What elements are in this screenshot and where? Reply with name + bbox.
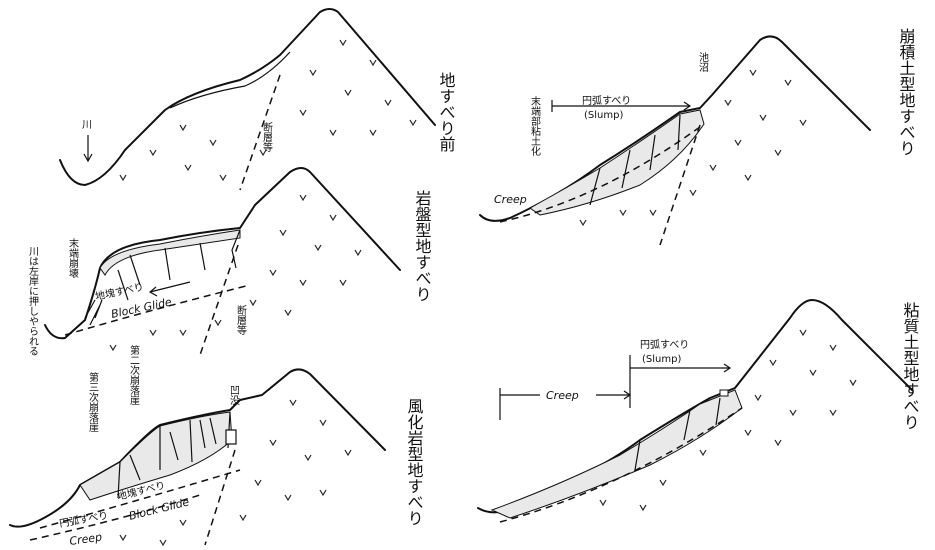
panel-before: 川 断層等 地すべり前	[60, 9, 456, 190]
rock-glide-label: Block Glide	[110, 295, 173, 321]
weathered-tertiary-label: 第三次崩落崖	[87, 371, 99, 433]
colluvial-slump-jp-label: 円弧すべり	[582, 94, 631, 107]
clay-slump-jp-label: 円弧すべり	[640, 338, 689, 351]
rock-fault-line	[200, 245, 238, 355]
clay-slump-en-label: (Slump)	[642, 354, 681, 365]
colluvial-slump-en-label: (Slump)	[584, 110, 623, 121]
before-fault-label: 断層等	[261, 121, 273, 152]
colluvial-pond-label: 池沼	[697, 51, 709, 73]
panel-clay: 円弧すべり (Slump) Creep 粘質土型地すべり	[478, 300, 920, 522]
colluvial-bedrock-marks	[580, 70, 806, 225]
colluvial-title: 崩積土型地すべり	[897, 28, 916, 156]
rock-slide-label: 地塊すべり	[94, 280, 145, 303]
panel-colluvial: 円弧すべり (Slump) 池沼 末端部粘土化 Creep 崩積土型地すべり	[480, 28, 916, 245]
clay-creep-label: Creep	[546, 389, 579, 402]
rock-title: 岩盤型地すべり	[413, 190, 432, 302]
weathered-secondary-label: 第二次崩落崖	[128, 344, 140, 406]
clay-pond	[720, 390, 728, 396]
before-ground-profile	[60, 9, 435, 185]
river-arrow	[84, 135, 92, 161]
weathered-circular-label: 円弧すべり	[58, 509, 109, 530]
rock-talus	[85, 300, 102, 325]
weathered-fault-line	[205, 450, 235, 545]
colluvial-creep-label: Creep	[494, 193, 527, 206]
weathered-pond-label: 凹没	[228, 385, 240, 406]
weathered-glide-label: Block Glide	[128, 495, 191, 523]
clay-slide-mass	[492, 390, 742, 518]
panel-rock: 末端崩壊 川は左岸に押しやられる 地塊すべり Block Glide 断層等 岩…	[27, 168, 432, 356]
rock-talus-label: 末端崩壊	[67, 237, 79, 279]
clay-ground-profile	[478, 300, 912, 512]
weathered-title: 風化岩型地すべり	[405, 398, 424, 526]
before-river-label: 川	[82, 120, 92, 131]
weathered-creep-label: Creep	[69, 531, 103, 548]
panel-weathered: 第二次崩落崖 第三次崩落崖 凹没 地塊すべり Block Glide 円弧すべり…	[10, 344, 424, 548]
rock-slide-arrow	[150, 282, 190, 296]
colluvial-toe-label: 末端部粘土化	[529, 95, 541, 156]
clay-bedrock-marks	[600, 330, 856, 510]
before-title: 地すべり前	[437, 72, 456, 153]
colluvial-slide-mass	[530, 110, 704, 215]
rock-bank-label: 川は左岸に押しやられる	[27, 246, 39, 356]
rock-fault-label: 断層等	[235, 304, 247, 335]
rock-ground-profile	[45, 168, 400, 338]
rock-slide-mass	[100, 230, 240, 275]
clay-title: 粘質土型地すべり	[901, 302, 920, 430]
weathered-pond	[226, 430, 236, 444]
